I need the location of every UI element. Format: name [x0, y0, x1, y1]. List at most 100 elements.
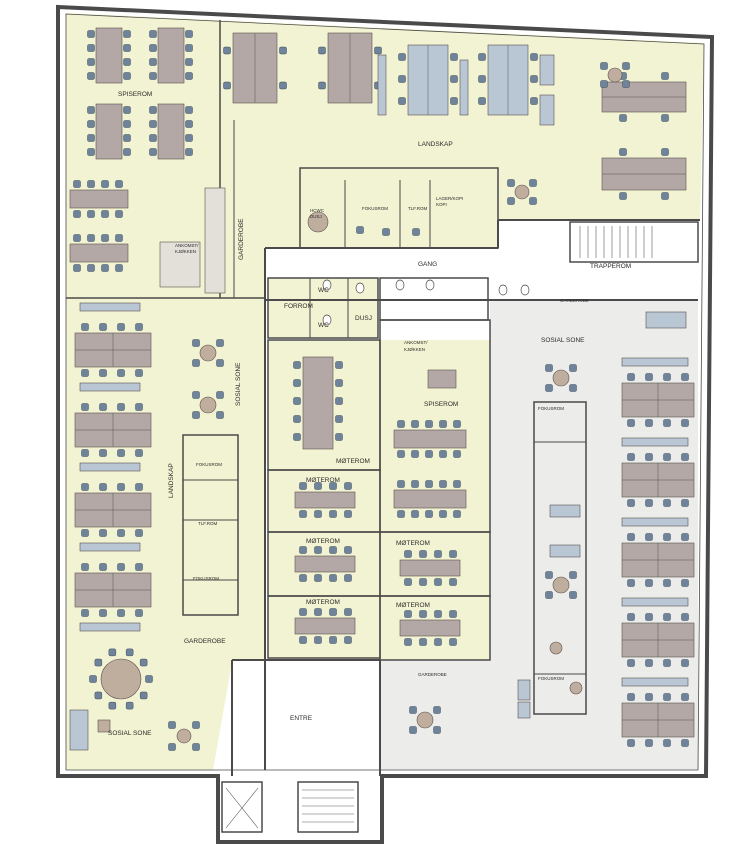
chair	[125, 701, 134, 710]
label-garderobe-mid-bottom: GARDEROBE	[418, 672, 447, 677]
chair	[453, 480, 461, 488]
chair	[87, 58, 95, 66]
zone-stairs-top	[570, 222, 698, 262]
table	[399, 559, 461, 577]
chair	[329, 510, 337, 518]
chair	[425, 480, 433, 488]
round-table	[199, 344, 217, 362]
chair	[117, 529, 125, 537]
chair	[145, 675, 153, 683]
chair	[87, 180, 95, 188]
chair	[89, 675, 97, 683]
round-table	[549, 641, 563, 655]
chair	[681, 693, 689, 701]
chair	[99, 369, 107, 377]
chair	[661, 114, 669, 122]
chair	[185, 44, 193, 52]
chair	[409, 726, 417, 734]
chair	[450, 97, 458, 105]
chair	[139, 658, 148, 667]
label-ankomst-mid-1: ANKOMST/	[404, 340, 428, 345]
chair	[185, 72, 193, 80]
chair	[404, 638, 412, 646]
chair	[335, 433, 343, 441]
chair	[569, 364, 577, 372]
chair	[439, 510, 447, 518]
chair	[663, 613, 671, 621]
chair	[439, 450, 447, 458]
chair	[425, 420, 433, 428]
chair	[115, 264, 123, 272]
chair	[81, 563, 89, 571]
chair	[73, 180, 81, 188]
chair	[627, 453, 635, 461]
label-gang: GANG	[418, 261, 437, 268]
chair	[123, 44, 131, 52]
chair	[149, 120, 157, 128]
toilet	[395, 279, 405, 291]
label-landskap-top: LANDSKAP	[418, 141, 453, 148]
chair	[545, 364, 553, 372]
table	[377, 54, 387, 116]
chair	[81, 403, 89, 411]
chair	[569, 384, 577, 392]
table	[393, 489, 467, 509]
chair	[663, 659, 671, 667]
chair	[569, 571, 577, 579]
chair	[123, 148, 131, 156]
table	[79, 462, 141, 472]
chair	[192, 721, 200, 729]
chair	[117, 563, 125, 571]
chair	[192, 359, 200, 367]
chair	[101, 180, 109, 188]
chair	[627, 419, 635, 427]
chair	[223, 46, 231, 55]
chair	[314, 608, 322, 616]
chair	[397, 480, 405, 488]
chair	[627, 533, 635, 541]
chair	[192, 743, 200, 751]
chair	[216, 411, 224, 419]
label-landskap-vertical: LANDSKAP	[168, 463, 175, 498]
chair	[530, 75, 538, 83]
chair	[192, 391, 200, 399]
chair	[434, 610, 442, 618]
chair	[661, 192, 669, 200]
table	[621, 357, 689, 367]
chair	[329, 546, 337, 554]
chair	[663, 693, 671, 701]
chair	[681, 499, 689, 507]
chair	[135, 609, 143, 617]
chair	[627, 499, 635, 507]
chair	[318, 46, 326, 55]
chair	[627, 613, 635, 621]
chair	[139, 691, 148, 700]
label-trapperom: TRAPPEROM	[590, 263, 631, 270]
chair	[185, 148, 193, 156]
chair	[681, 533, 689, 541]
table	[621, 677, 689, 687]
chair	[293, 379, 301, 387]
chair	[185, 106, 193, 114]
chair	[529, 197, 537, 205]
chair	[216, 391, 224, 399]
chair	[299, 636, 307, 644]
chair	[149, 58, 157, 66]
chair	[398, 97, 406, 105]
table	[294, 555, 356, 573]
chair	[293, 433, 301, 441]
label-moterom-6: MØTEROM	[396, 602, 430, 609]
table	[517, 679, 531, 701]
label-fokusrom-top: FOKUSROM	[362, 206, 388, 211]
inner-wall-line	[65, 13, 705, 771]
table	[97, 719, 111, 733]
label-ankomst-mid-2: KJØKKEN	[404, 347, 425, 352]
chair	[404, 578, 412, 586]
table	[294, 491, 356, 509]
chair	[545, 384, 553, 392]
chair	[434, 578, 442, 586]
chair	[149, 72, 157, 80]
table	[79, 622, 141, 632]
chair	[81, 369, 89, 377]
chair	[185, 30, 193, 38]
